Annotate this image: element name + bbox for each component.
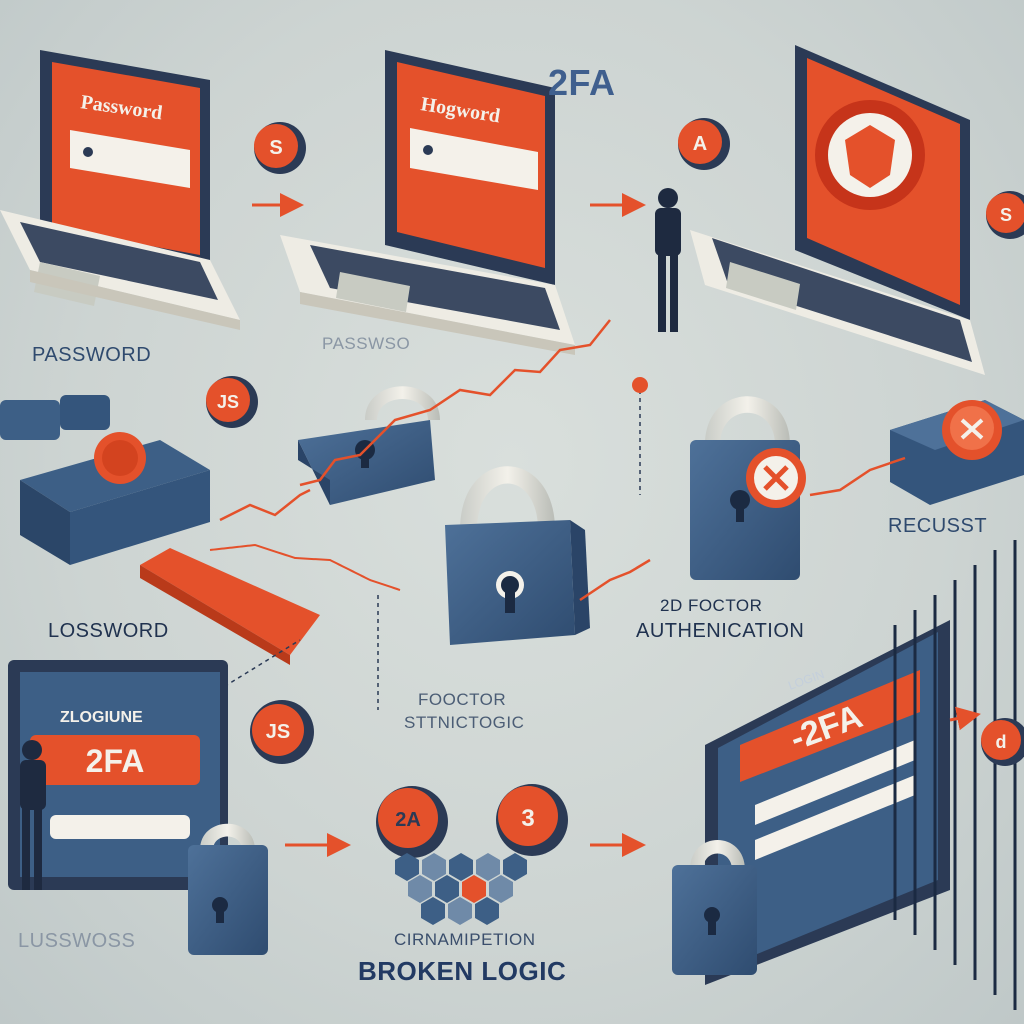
hexagon-grid <box>395 853 527 925</box>
badge-far-right: d <box>981 718 1024 766</box>
label-lossword: LOSSWORD <box>48 620 169 642</box>
badge-bottom-left: JS <box>250 700 314 764</box>
badge-bottom-2d: 2A <box>376 786 448 858</box>
broken-password-slab <box>140 548 320 665</box>
label-password: PASSWORD <box>32 344 152 366</box>
diagram-title: 2FA <box>548 62 616 103</box>
laptop-hogword-screen: Hogword <box>280 50 575 355</box>
person-figure-bottom-left <box>20 740 46 890</box>
monitor-left-code: 2FA <box>86 743 145 779</box>
badge-bottom-3: 3 <box>496 784 568 856</box>
monitor-right-2fa: LOGIN -2FA <box>705 620 950 985</box>
person-figure-top <box>655 188 681 332</box>
label-factor-line1: 2D FOCTOR <box>660 596 763 615</box>
padlock-center-large <box>445 466 590 645</box>
badge-top-2: A <box>678 118 730 170</box>
label-foctor-line2: STTNICTOGIC <box>404 713 525 732</box>
padlock-denied <box>690 396 806 580</box>
badge-top-1-text: S <box>269 137 282 159</box>
label-request: RECUSST <box>888 515 988 537</box>
badge-right-edge: S <box>986 191 1024 239</box>
badge-bottom-left-text: JS <box>266 721 290 743</box>
badge-mid-left: JS <box>206 376 258 428</box>
label-broken-logic: BROKEN LOGIC <box>358 956 567 986</box>
badge-top-1: S <box>254 122 306 174</box>
badge-top-2-text: A <box>693 133 707 155</box>
padlock-bottom-left <box>188 823 268 955</box>
badge-right-edge-text: S <box>1000 205 1012 225</box>
monitor-left-heading: ZLOGIUNE <box>60 709 143 726</box>
label-password-faded: PASSWSO <box>322 334 411 353</box>
zigzag-left <box>219 488 311 522</box>
monitor-left-2fa: ZLOGIUNE 2FA <box>8 660 228 890</box>
label-foctor-line1: FOOCTOR <box>418 690 507 709</box>
request-box <box>890 400 1024 505</box>
padlock-open-small <box>298 386 440 505</box>
label-wissword: LUSSWOSS <box>18 930 136 952</box>
laptop-password-screen: Password <box>0 50 240 330</box>
label-circumvention: CIRNAMIPETION <box>394 930 536 949</box>
laptop-2fa-shield-screen <box>690 45 985 375</box>
badge-mid-left-text: JS <box>217 392 239 412</box>
line-lock-request <box>809 456 906 497</box>
badge-bottom-3-text: 3 <box>521 805 534 832</box>
broken-device-cluster <box>0 395 210 565</box>
curve-left-center <box>209 543 401 591</box>
padlock-bottom-right <box>672 840 757 975</box>
label-factor-line2: AUTHENICATION <box>636 620 805 642</box>
cage-bars <box>893 540 1017 1010</box>
badge-bottom-2d-text: 2A <box>395 809 421 831</box>
badge-far-right-text: d <box>996 732 1007 752</box>
zigzag-attack-path <box>299 319 611 487</box>
line-center-right <box>579 558 651 602</box>
arrow-into-cage <box>949 706 981 731</box>
